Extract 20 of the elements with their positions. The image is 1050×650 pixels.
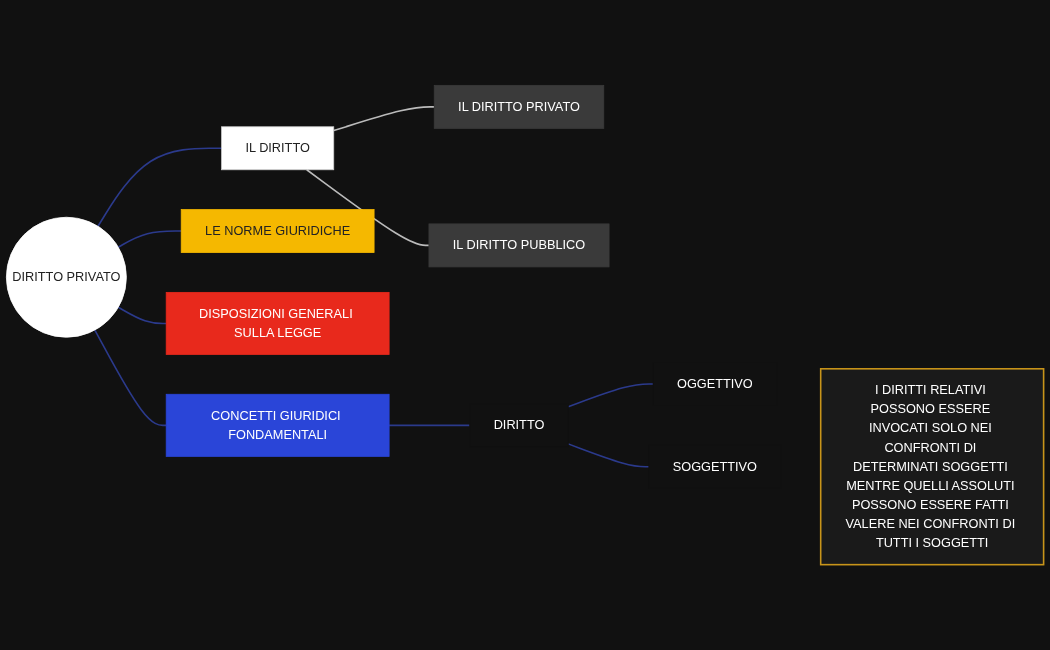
node-box: LE NORME GIURIDICHE xyxy=(180,209,375,253)
connector xyxy=(117,306,167,325)
node-box: CONCETTI GIURIDICI FONDAMENTALI xyxy=(165,393,390,457)
node-text: SOGGETTIVO xyxy=(672,459,757,474)
node-text: OGGETTIVO xyxy=(677,376,753,391)
connector xyxy=(97,147,223,228)
node-box: DISPOSIZIONI GENERALI SULLA LEGGE xyxy=(165,291,390,355)
node-circle: DIRITTO PRIVATO xyxy=(5,216,127,338)
node-text: DIRITTO xyxy=(493,418,545,432)
node-box: I DIRITTI RELATIVI POSSONO ESSERE INVOCATI SOLO NEI CONFRONTI DI DETERMINATI SOGGETTI MENTRE QUELLI ASSOLUTI POSSONO ESSERE FATTI VALERE NEI CONFRONTI DI TUTTI I SOGGETTI xyxy=(819,368,1045,566)
node-box: IL DIRITTO PRIVATO xyxy=(433,84,605,129)
connector xyxy=(388,424,471,427)
connector xyxy=(332,106,436,132)
connector xyxy=(305,168,430,247)
connector xyxy=(567,383,654,408)
node-box: IL DIRITTO xyxy=(221,126,335,171)
connector xyxy=(567,443,650,468)
connector xyxy=(94,329,167,427)
node-box: IL DIRITTO PUBBLICO xyxy=(428,223,610,268)
connector xyxy=(117,230,182,248)
